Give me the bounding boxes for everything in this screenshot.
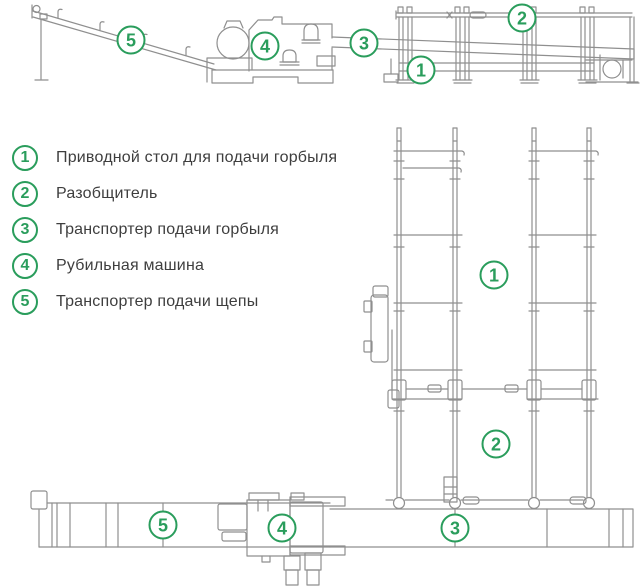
side-view-feed-table-frame bbox=[331, 6, 640, 84]
legend-item-label: Разобщитель bbox=[56, 184, 158, 202]
legend-item-label: Приводной стол для подачи горбыля bbox=[56, 148, 338, 166]
legend-item: 1 Приводной стол для подачи горбыля bbox=[12, 144, 337, 171]
legend-item: 2 Разобщитель bbox=[12, 180, 337, 207]
legend-number: 2 bbox=[20, 184, 30, 202]
marker-side-1: 1 bbox=[406, 55, 436, 85]
legend-number: 3 bbox=[20, 220, 30, 238]
marker-number: 4 bbox=[276, 518, 287, 538]
legend-item-number-badge: 2 bbox=[12, 180, 38, 207]
legend-number: 1 bbox=[20, 148, 30, 166]
legend-item-number-badge: 5 bbox=[12, 288, 38, 315]
marker-number: 2 bbox=[516, 8, 527, 28]
marker-side-5: 5 bbox=[116, 25, 146, 55]
plan-view-feed-table bbox=[363, 127, 599, 503]
legend-item: 4 Рубильная машина bbox=[12, 252, 337, 279]
marker-plan-5: 5 bbox=[148, 510, 178, 540]
legend-item-label: Транспортер подачи щепы bbox=[56, 292, 259, 310]
side-view-chipper-machine bbox=[206, 16, 336, 84]
marker-side-3: 3 bbox=[349, 28, 379, 58]
marker-number: 3 bbox=[449, 518, 460, 538]
marker-number: 1 bbox=[415, 60, 426, 80]
legend-item-label: Рубильная машина bbox=[56, 256, 205, 274]
marker-plan-4: 4 bbox=[267, 513, 297, 543]
legend-item: 3 Транспортер подачи горбыля bbox=[12, 216, 337, 243]
legend-number: 4 bbox=[20, 256, 30, 274]
legend: 1 Приводной стол для подачи горбыля 2 Ра… bbox=[12, 144, 337, 315]
marker-number: 5 bbox=[125, 30, 136, 50]
plan-view-slab-conveyor bbox=[329, 496, 634, 548]
marker-side-2: 2 bbox=[507, 3, 537, 33]
marker-number: 3 bbox=[358, 33, 369, 53]
legend-item-number-badge: 4 bbox=[12, 252, 38, 279]
legend-item-number-badge: 3 bbox=[12, 216, 38, 243]
marker-number: 1 bbox=[488, 265, 499, 285]
legend-item-label: Транспортер подачи горбыля bbox=[56, 220, 279, 238]
marker-plan-1: 1 bbox=[479, 260, 509, 290]
marker-number: 4 bbox=[259, 36, 270, 56]
legend-item-number-badge: 1 bbox=[12, 144, 38, 171]
plan-view-chipper-machine bbox=[217, 492, 346, 586]
marker-side-4: 4 bbox=[250, 31, 280, 61]
legend-item: 5 Транспортер подачи щепы bbox=[12, 288, 337, 315]
legend-number: 5 bbox=[20, 292, 30, 310]
marker-plan-3: 3 bbox=[440, 513, 470, 543]
marker-number: 2 bbox=[490, 434, 501, 454]
marker-plan-2: 2 bbox=[481, 429, 511, 459]
marker-number: 5 bbox=[157, 515, 168, 535]
